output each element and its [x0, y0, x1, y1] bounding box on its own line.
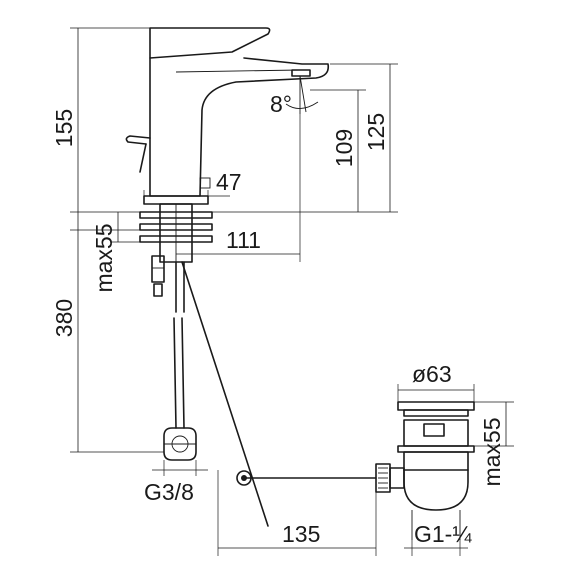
dim-rod-length: 135	[282, 521, 320, 547]
dim-hose-thread: G3/8	[144, 479, 194, 505]
waste-valve	[375, 401, 475, 540]
pop-up-rod	[181, 261, 377, 527]
dim-tap-height: 155	[51, 109, 77, 147]
dim-waste-thickness: max55	[479, 417, 505, 486]
dim-hose-length: 380	[51, 299, 77, 337]
dim-base-square: 47	[216, 169, 242, 195]
dim-spout-reach: 111	[226, 227, 261, 253]
dim-spout-angle: 8°	[270, 91, 292, 117]
dim-waste-thread: G1-¼	[414, 521, 472, 547]
dim-tap-total: 125	[363, 113, 389, 151]
dimension-lines	[70, 27, 514, 556]
dim-deck-thickness: max55	[91, 223, 117, 292]
tap-body	[125, 27, 330, 205]
supply-hose	[163, 261, 197, 461]
dim-spout-height: 109	[331, 129, 357, 167]
dim-waste-diameter: ø63	[412, 361, 452, 387]
